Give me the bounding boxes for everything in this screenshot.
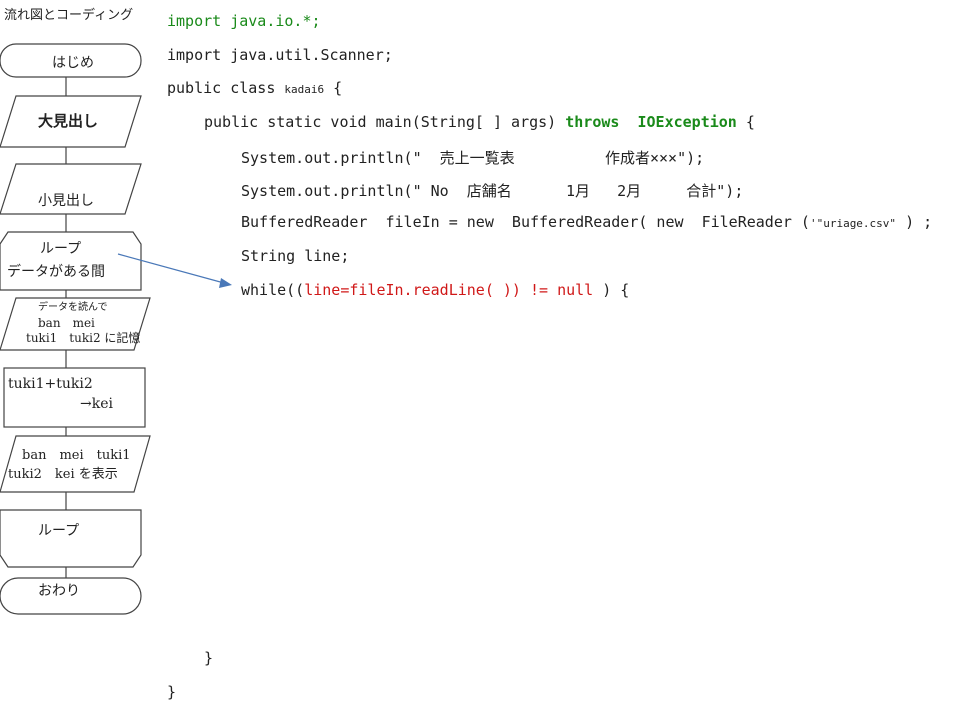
csv-filename: '"uriage.csv" bbox=[809, 217, 897, 230]
code-line-8: String line; bbox=[241, 247, 350, 265]
end-terminal bbox=[0, 577, 142, 615]
display-label-2: tuki2 kei を表示 bbox=[8, 467, 118, 482]
read-label-3: tuki1 tuki2 に記憶 bbox=[26, 331, 141, 345]
heading-main-shape bbox=[0, 95, 142, 148]
throws-clause: throws IOException bbox=[565, 113, 737, 131]
reader-end: ) ; bbox=[896, 213, 933, 231]
main-brace: { bbox=[736, 113, 755, 131]
read-shape bbox=[0, 297, 151, 351]
class-keyword: public class bbox=[167, 79, 285, 97]
code-line-4: public static void main(String[ ] args) … bbox=[204, 113, 755, 131]
loop-start-label-2: データがある間 bbox=[7, 264, 105, 280]
code-line-5: System.out.println(" 売上一覧表 作成者×××"); bbox=[241, 149, 705, 167]
code-line-6: System.out.println(" No 店舗名 1月 2月 合計"); bbox=[241, 182, 744, 200]
code-line-10: } bbox=[204, 649, 214, 667]
while-condition: line=fileIn.readLine( )) != null bbox=[304, 281, 594, 299]
loop-arrow bbox=[117, 253, 225, 284]
while-brace: ) { bbox=[593, 281, 630, 299]
loop-start-shape bbox=[0, 231, 142, 291]
heading-main-label: 大見出し bbox=[38, 112, 99, 130]
page-title: 流れ図とコーディング bbox=[4, 8, 134, 23]
read-label-2: ban mei bbox=[38, 316, 95, 330]
class-brace: { bbox=[324, 79, 343, 97]
class-name: kadai6 bbox=[284, 83, 325, 96]
start-label: はじめ bbox=[52, 55, 94, 71]
end-label: おわり bbox=[38, 583, 80, 599]
loop-end-shape bbox=[0, 509, 142, 568]
code-line-2: import java.util.Scanner; bbox=[167, 46, 393, 64]
process-label-1: tuki1+tuki2 bbox=[8, 376, 93, 392]
heading-sub-label: 小見出し bbox=[38, 193, 94, 209]
code-line-11: } bbox=[167, 683, 177, 701]
start-terminal bbox=[0, 43, 142, 78]
code-line-3: public class kadai6 { bbox=[167, 79, 342, 97]
display-shape bbox=[0, 435, 151, 493]
display-label-1: ban mei tuki1 bbox=[22, 448, 131, 463]
code-line-7: BufferedReader fileIn = new BufferedRead… bbox=[241, 213, 932, 231]
heading-sub-shape bbox=[0, 163, 142, 215]
loop-start-label-1: ループ bbox=[40, 241, 82, 257]
while-keyword: while(( bbox=[241, 281, 305, 299]
loop-arrow-head bbox=[219, 278, 232, 288]
process-shape bbox=[3, 367, 146, 428]
code-line-9: while((line=fileIn.readLine( )) != null … bbox=[241, 281, 629, 299]
loop-end-label: ループ bbox=[38, 523, 80, 539]
main-signature: public static void main(String[ ] args) bbox=[204, 113, 566, 131]
process-label-2: →kei bbox=[80, 396, 113, 412]
code-line-1: import java.io.*; bbox=[167, 12, 321, 30]
reader-decl: BufferedReader fileIn = new BufferedRead… bbox=[241, 213, 810, 231]
read-label-1: データを読んで bbox=[38, 302, 108, 313]
